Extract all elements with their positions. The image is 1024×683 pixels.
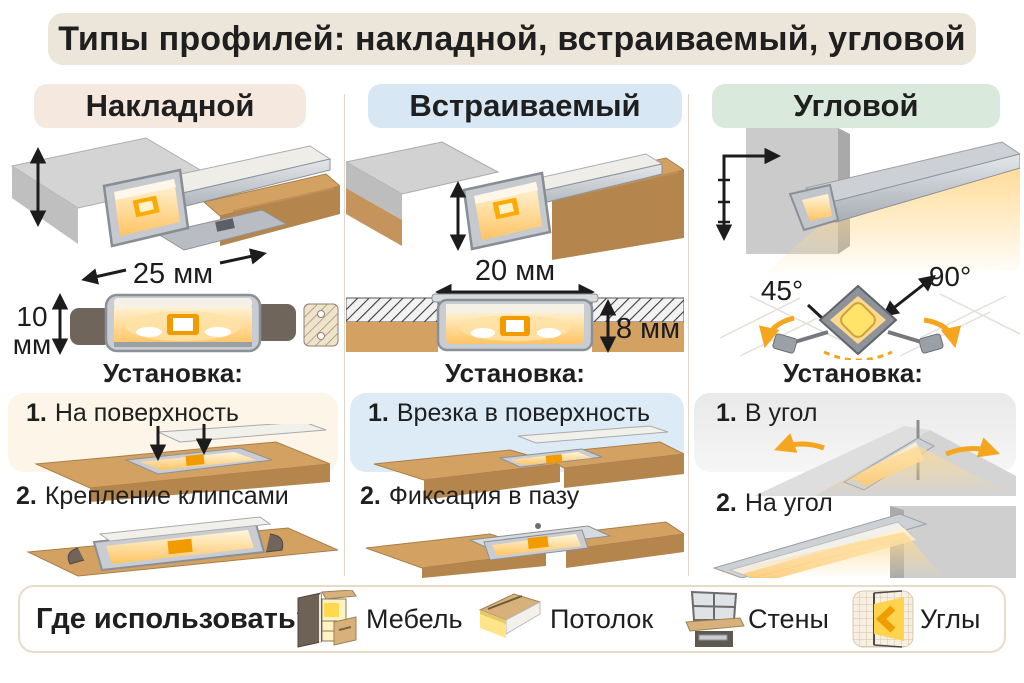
page-title: Типы профилей: накладной, встраиваемый, … <box>48 13 976 65</box>
walls-icon <box>685 590 745 647</box>
corner-profile-illustration: 45° 90° <box>715 128 1020 360</box>
furniture-icon <box>297 590 357 648</box>
column-divider <box>344 94 345 576</box>
recessed-step2-illustration <box>365 521 684 578</box>
surface-step2: 2.Крепление клипсами <box>16 482 289 511</box>
step-label: Фиксация в пазу <box>388 482 580 510</box>
install-heading-surface: Установка: <box>103 358 243 388</box>
surface-width-label: 25 мм <box>133 258 213 290</box>
step-number: 2. <box>360 482 381 510</box>
angle-90-label: 90° <box>929 261 971 292</box>
surface-profile-illustration: 25 мм 10 мм <box>10 137 340 360</box>
usage-footer: Где использовать? Мебель Потолок <box>18 585 1006 653</box>
recessed-depth-label: 8 мм <box>616 313 680 345</box>
install-heading-corner: Установка: <box>783 358 923 388</box>
header-corner: Угловой <box>712 84 1000 128</box>
step-label: На угол <box>744 489 833 517</box>
corners-icon <box>852 590 914 648</box>
step-label: Крепление клипсами <box>44 482 289 510</box>
step-label: Врезка в поверхность <box>396 399 650 427</box>
recessed-cross-section <box>346 293 684 352</box>
corner-step1: 1.В угол <box>716 399 818 428</box>
step-number: 1. <box>368 399 389 427</box>
step-number: 2. <box>16 482 37 510</box>
surface-step1: 1.На поверхность <box>26 399 239 428</box>
recessed-step1-illustration <box>373 425 684 500</box>
surface-cross-section <box>70 293 339 353</box>
usage-label-furniture: Мебель <box>366 603 463 634</box>
corner-step2: 2.На угол <box>716 489 833 518</box>
step-label: В угол <box>744 399 818 427</box>
recessed-width-label: 20 мм <box>475 255 555 287</box>
recessed-profile-illustration: 20 мм 8 мм <box>346 141 684 353</box>
usage-label-ceiling: Потолок <box>550 603 654 634</box>
install-heading-recessed: Установка: <box>445 358 585 388</box>
angle-45-label: 45° <box>761 275 803 306</box>
usage-label-corners: Углы <box>920 603 981 634</box>
surface-height-value: 10 <box>16 301 47 332</box>
step-number: 2. <box>716 489 737 517</box>
column-divider <box>688 94 689 576</box>
step-number: 1. <box>26 399 47 427</box>
surface-step2-illustration <box>26 516 338 577</box>
corner-step1-illustration <box>754 420 1016 496</box>
recessed-step1: 1.Врезка в поверхность <box>368 399 650 428</box>
usage-label-walls: Стены <box>748 603 829 634</box>
surface-height-unit: мм <box>13 329 52 360</box>
recessed-step2: 2.Фиксация в пазу <box>360 482 579 511</box>
header-surface-mounted: Накладной <box>34 84 306 128</box>
surface-step1-illustration <box>34 424 331 502</box>
step-number: 1. <box>716 399 737 427</box>
corner-step2-illustration <box>694 506 1016 578</box>
corner-mount-diagram <box>758 284 962 360</box>
header-recessed: Встраиваемый <box>368 84 682 128</box>
usage-heading: Где использовать? <box>36 602 314 635</box>
ceiling-icon <box>478 593 542 638</box>
step-label: На поверхность <box>54 399 239 427</box>
